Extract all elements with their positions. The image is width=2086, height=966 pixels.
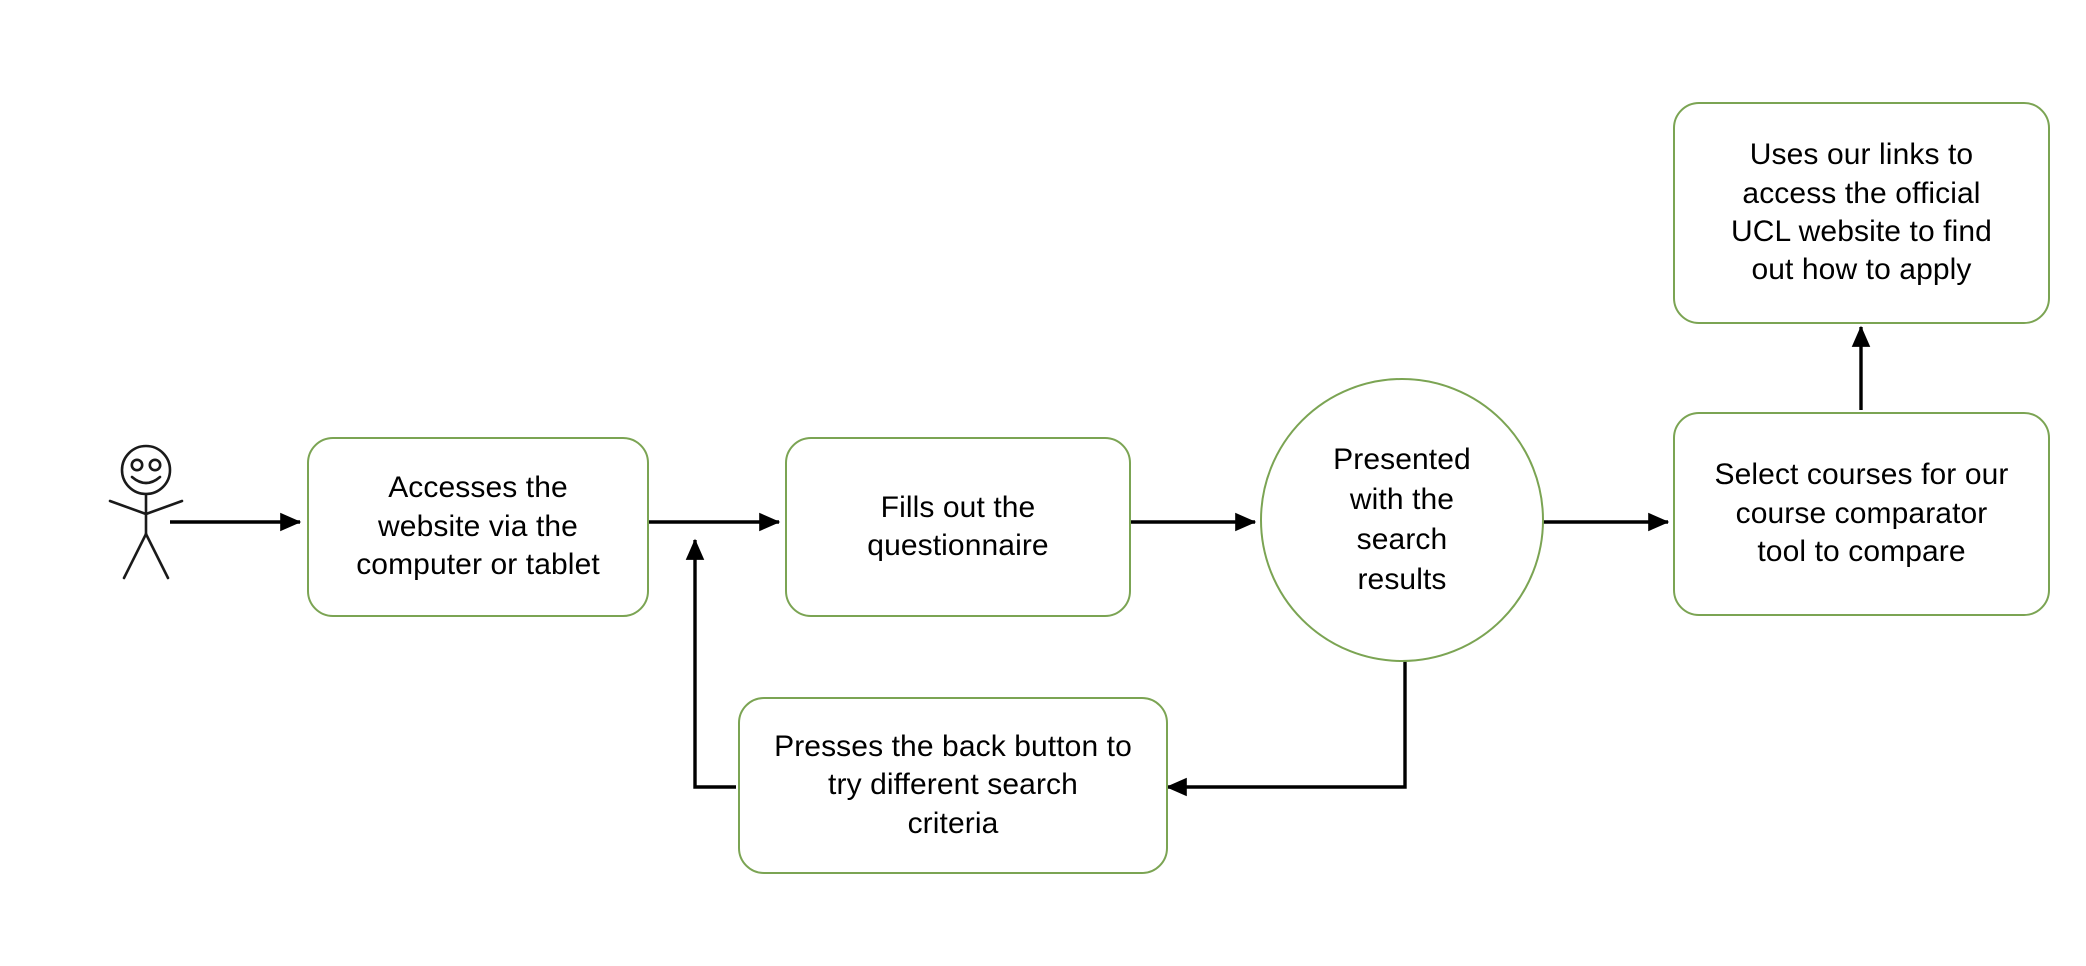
node-uses-links[interactable]: Uses our links to access the official UC… — [1673, 102, 2050, 324]
node-search-results-label: Presented with the search results — [1333, 443, 1471, 596]
node-fills-questionnaire-label: Fills out the questionnaire — [867, 490, 1049, 562]
node-uses-links-label: Uses our links to access the official UC… — [1731, 138, 1992, 287]
edge-results-to-presses-back — [1165, 660, 1407, 797]
node-presses-back-label: Presses the back button to try different… — [774, 729, 1132, 840]
node-accesses-website-label: Accesses the website via the computer or… — [356, 471, 600, 582]
node-fills-questionnaire[interactable]: Fills out the questionnaire — [785, 437, 1131, 617]
edge-presses-back-to-accesses — [685, 538, 736, 789]
node-presses-back[interactable]: Presses the back button to try different… — [738, 697, 1168, 874]
stick-figure-user-icon — [108, 444, 184, 580]
node-select-courses[interactable]: Select courses for our course comparator… — [1673, 412, 2050, 616]
node-search-results[interactable]: Presented with the search results — [1260, 378, 1544, 662]
node-accesses-website[interactable]: Accesses the website via the computer or… — [307, 437, 649, 617]
node-select-courses-label: Select courses for our course comparator… — [1714, 458, 2009, 569]
